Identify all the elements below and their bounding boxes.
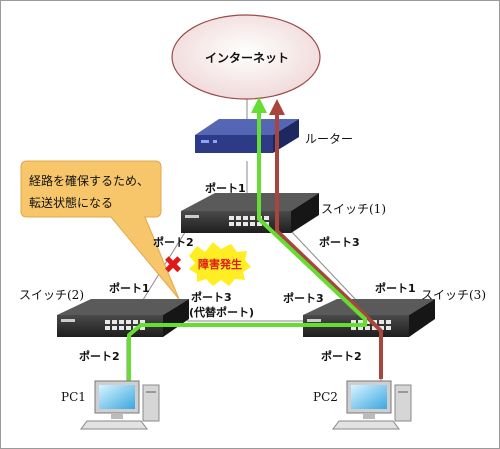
switch-1-port-1: ポート1 — [205, 181, 246, 195]
alternate-traffic-path — [269, 99, 383, 379]
switch-3-port-2: ポート2 — [321, 349, 362, 363]
internet-label: インターネット — [205, 51, 289, 65]
switch-3-name: スイッチ(3) — [421, 288, 486, 302]
callout-line-2: 転送状態になる — [29, 195, 113, 210]
failure-burst — [189, 242, 251, 286]
active-traffic-path — [127, 97, 367, 381]
pc1-label: PC1 — [61, 390, 86, 404]
switch-1-name: スイッチ(1) — [321, 202, 386, 216]
failure-label: 障害発生 — [198, 257, 242, 271]
switch-1-port-3: ポート3 — [319, 235, 360, 249]
cable-switch1-switch3 — [288, 228, 358, 302]
switch-3-port-3: ポート3 — [283, 291, 324, 305]
failure-x-icon: ✖ — [163, 251, 183, 279]
internet-cloud: インターネット — [171, 14, 321, 100]
switch-2-name: スイッチ(2) — [19, 288, 84, 302]
pc2-label: PC2 — [313, 390, 338, 404]
switch-3-port-1: ポート1 — [375, 281, 416, 295]
router: ルーター — [195, 119, 353, 153]
switch-2-port-3: ポート3 — [191, 290, 232, 304]
pc1-computer: PC1 — [61, 380, 160, 430]
switch-2-alt-port-note: (代替ポート) — [189, 305, 254, 319]
router-label: ルーター — [305, 132, 353, 146]
switch-1 — [181, 193, 319, 233]
callout-bubble: 経路を確保するため、 転送状態になる — [20, 160, 180, 300]
switch-2-port-1: ポート1 — [109, 281, 150, 295]
switch-2 — [57, 299, 189, 337]
pc2-computer: PC2 — [313, 380, 412, 430]
failure-indicator: 障害発生 ✖ — [163, 242, 251, 286]
switch-1-port-2: ポート2 — [153, 235, 194, 249]
callout-line-1: 経路を確保するため、 — [29, 173, 149, 188]
switch-2-port-2: ポート2 — [79, 349, 120, 363]
